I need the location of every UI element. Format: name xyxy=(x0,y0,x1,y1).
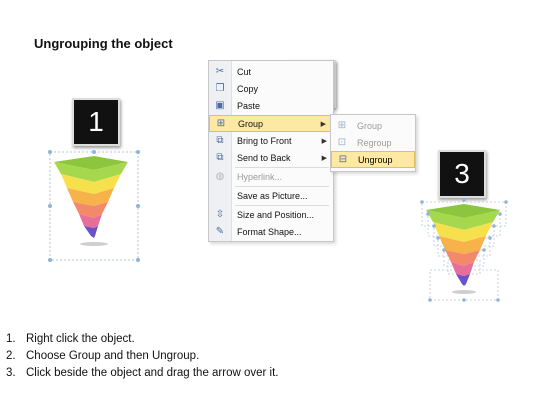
menu-item-copy[interactable]: ❐ Copy xyxy=(209,80,333,97)
menu-divider xyxy=(235,186,329,187)
list-item: 3.Click beside the object and drag the a… xyxy=(6,367,279,379)
instructions-list: 1.Right click the object. 2.Choose Group… xyxy=(6,331,279,382)
context-menu-icon-strip xyxy=(209,61,232,241)
menu-item-bring-to-front[interactable]: ⧉ Bring to Front ▶ xyxy=(209,132,333,149)
submenu-item-ungroup[interactable]: ⊟ Ungroup xyxy=(331,151,415,168)
step-1-badge: 1 xyxy=(72,98,120,146)
bring-front-icon: ⧉ xyxy=(216,135,224,146)
submenu-arrow-icon: ▶ xyxy=(321,137,327,145)
menu-item-format-shape[interactable]: ✎ Format Shape... xyxy=(209,223,333,240)
funnel-object-ungrouped[interactable] xyxy=(418,196,510,308)
send-back-icon: ⧉ xyxy=(216,152,224,163)
format-shape-icon: ✎ xyxy=(215,226,225,237)
submenu-arrow-icon: ▶ xyxy=(321,154,327,162)
size-position-icon: ⇳ xyxy=(215,209,225,220)
regroup-icon: ⊡ xyxy=(337,137,347,148)
group-icon: ⊞ xyxy=(337,120,347,131)
menu-item-paste[interactable]: ▣ Paste xyxy=(209,97,333,114)
group-submenu: ⊞ Group ⊡ Regroup ⊟ Ungroup xyxy=(330,114,416,172)
paste-icon: ▣ xyxy=(215,100,225,111)
submenu-item-group[interactable]: ⊞ Group xyxy=(331,117,415,134)
list-item: 2.Choose Group and then Ungroup. xyxy=(6,350,200,362)
group-icon: ⊞ xyxy=(216,118,226,129)
menu-item-size-and-position[interactable]: ⇳ Size and Position... xyxy=(209,206,333,223)
list-item: 1.Right click the object. xyxy=(6,333,135,345)
page-title: Ungrouping the object xyxy=(34,36,173,51)
step-3-badge: 3 xyxy=(438,150,486,198)
menu-item-save-as-picture[interactable]: Save as Picture... xyxy=(237,190,308,201)
menu-item-hyperlink[interactable]: ◍ Hyperlink... xyxy=(209,168,333,185)
context-menu: ✂ Cut ❐ Copy ▣ Paste ⊞ Group ▶ ⧉ Bring t… xyxy=(208,60,334,242)
submenu-item-regroup[interactable]: ⊡ Regroup xyxy=(331,134,415,151)
hyperlink-icon: ◍ xyxy=(215,171,225,182)
funnel-object-1[interactable] xyxy=(46,148,142,264)
menu-item-cut[interactable]: ✂ Cut xyxy=(209,63,333,80)
ungroup-icon: ⊟ xyxy=(338,154,348,165)
submenu-arrow-icon: ▶ xyxy=(320,120,326,128)
menu-item-group[interactable]: ⊞ Group ▶ xyxy=(209,115,333,132)
copy-icon: ❐ xyxy=(215,83,225,94)
menu-divider xyxy=(235,167,329,168)
menu-divider xyxy=(235,205,329,206)
menu-item-send-to-back[interactable]: ⧉ Send to Back ▶ xyxy=(209,149,333,166)
scissors-icon: ✂ xyxy=(215,66,225,77)
